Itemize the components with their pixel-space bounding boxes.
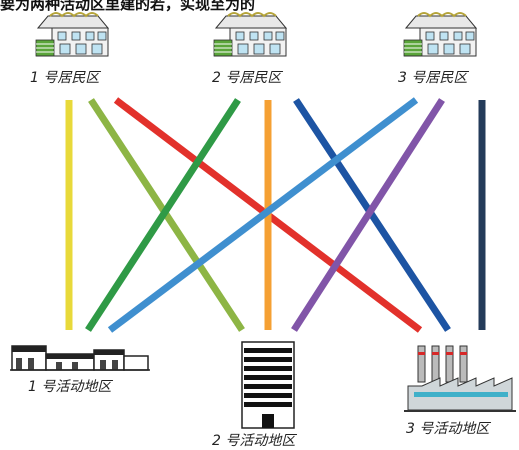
connection-r3-a1 [107,97,419,333]
activity-3-label: 3 号活动地区 [406,421,490,437]
activity-2-office-tower-icon [241,341,295,429]
residential-3-house-icon [403,12,477,57]
residential-1-house-icon [35,12,109,57]
connection-r3-a2 [291,98,445,332]
activity-1-label: 1 号活动地区 [28,379,112,395]
residential-3-label: 3 号居民区 [398,70,468,86]
activity-3-factory-icon [404,345,516,412]
connection-r2-a1 [85,98,241,332]
residential-1-label: 1 号居民区 [30,70,100,86]
activity-2-label: 2 号活动地区 [212,433,296,449]
residential-2-label: 2 号居民区 [212,70,282,86]
residential-2-house-icon [213,12,287,57]
activity-1-shops-icon [10,345,150,371]
header-text-cropped: 要为两种活动区里建的若，实现至为的 [0,0,256,12]
